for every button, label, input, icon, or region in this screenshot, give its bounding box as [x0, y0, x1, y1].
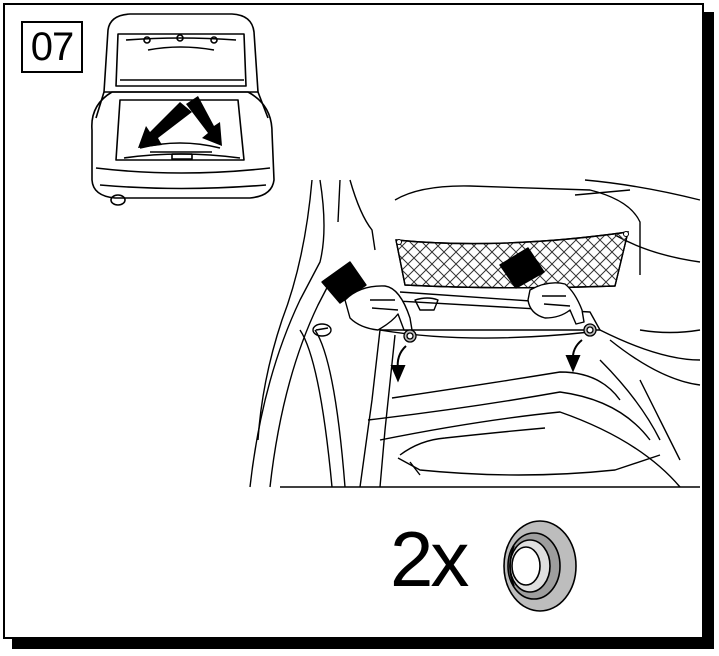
frame-shadow-right [704, 12, 714, 649]
step-number: 07 [30, 24, 74, 69]
frame-shadow-bottom [12, 639, 714, 649]
quantity-label: 2x [390, 515, 469, 603]
step-number-box: 07 [21, 21, 83, 73]
